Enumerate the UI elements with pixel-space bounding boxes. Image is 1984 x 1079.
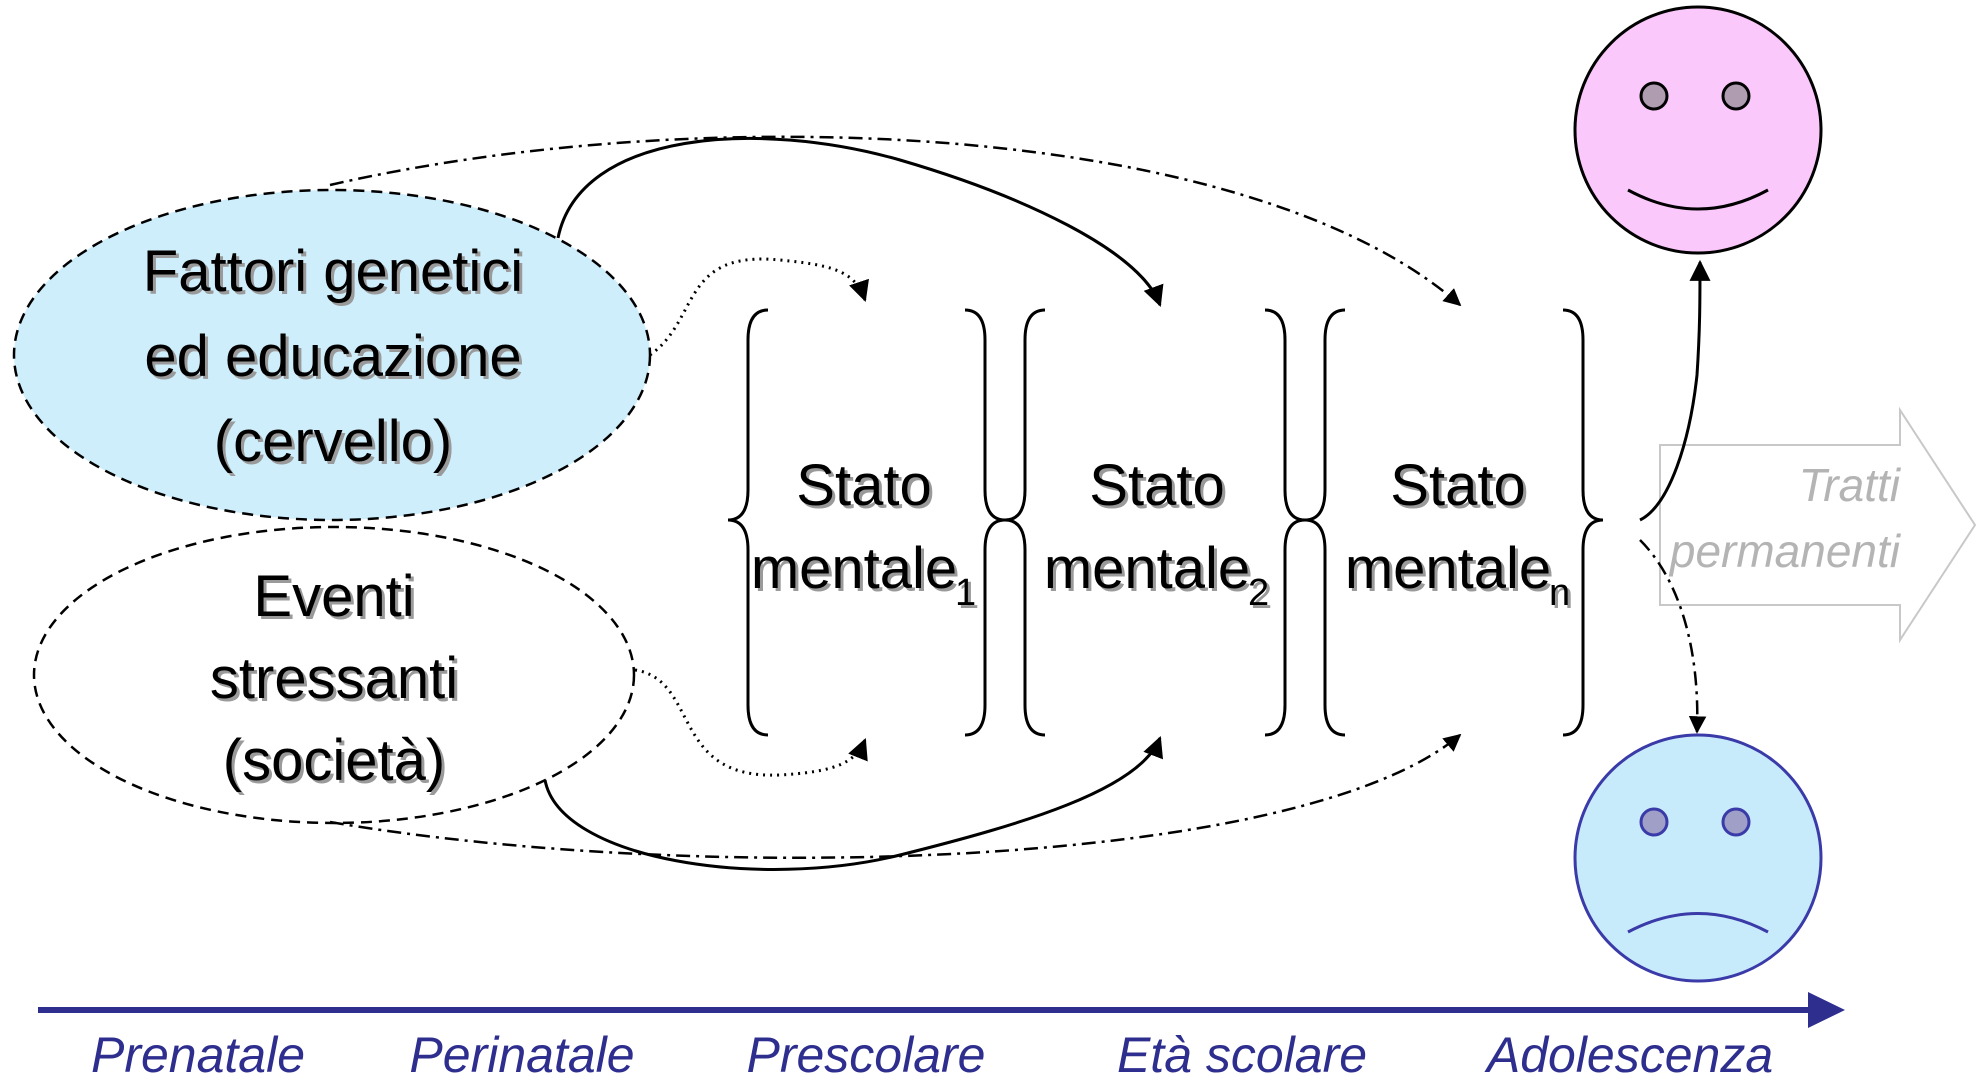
genetic-label-line2: ed educazione	[144, 324, 521, 389]
mental-state-n: Stato Stato mentale mentale n n	[1345, 453, 1573, 617]
svg-text:Stato: Stato	[1092, 456, 1227, 521]
svg-text:mentale: mentale	[1348, 539, 1554, 604]
traits-label-line1: Tratti	[1799, 459, 1902, 511]
svg-text:mentale: mentale	[1047, 539, 1253, 604]
state-n-subscript: n	[1549, 572, 1570, 614]
sad-face-icon	[1573, 733, 1823, 983]
svg-text:(cervello): (cervello)	[217, 412, 456, 477]
svg-text:Eventi: Eventi	[256, 567, 417, 632]
timeline-label-prenatal: Prenatale	[91, 1027, 305, 1079]
solid-arc-bottom	[543, 736, 1163, 871]
permanent-traits-arrow: Tratti permanenti	[1659, 406, 1977, 644]
timeline-label-perinatal: Perinatale	[409, 1027, 634, 1079]
state-2-subscript: 2	[1248, 572, 1269, 614]
events-label-line2: stressanti	[210, 646, 458, 711]
happy-face-icon	[1573, 5, 1823, 255]
svg-text:(società): (società)	[226, 731, 448, 796]
state-1-base: mentale	[751, 536, 957, 601]
state-2-base: mentale	[1044, 536, 1250, 601]
state-2-label: Stato	[1089, 453, 1224, 518]
state-n-base: mentale	[1345, 536, 1551, 601]
timeline-label-school-age: Età scolare	[1117, 1027, 1367, 1079]
mental-state-1: Stato Stato mentale mentale 1 1	[751, 453, 979, 617]
stressful-events-node: Eventi Eventi stressanti stressanti (soc…	[32, 525, 636, 825]
genetic-label-line3: (cervello)	[214, 409, 453, 474]
svg-text:Stato: Stato	[1393, 456, 1528, 521]
timeline-labels: Prenatale Perinatale Prescolare Età scol…	[91, 1027, 1773, 1079]
svg-text:Stato: Stato	[799, 456, 934, 521]
timeline-arrow	[38, 992, 1845, 1028]
genetic-factors-node: Fattori genetici Fattori genetici ed edu…	[12, 188, 652, 522]
svg-text:stressanti: stressanti	[213, 649, 461, 714]
state-braces	[727, 308, 1604, 737]
svg-text:2: 2	[1251, 575, 1272, 617]
timeline-label-adolescence: Adolescenza	[1484, 1027, 1773, 1079]
dashdot-arc-top	[329, 135, 1462, 307]
svg-text:n: n	[1552, 575, 1573, 617]
dotted-arc-bottom	[634, 668, 868, 777]
state-n-label: Stato	[1390, 453, 1525, 518]
events-label-line1: Eventi	[253, 564, 414, 629]
timeline-label-preschool: Prescolare	[747, 1027, 986, 1079]
dashdot-arc-bottom	[329, 733, 1462, 860]
svg-text:ed educazione: ed educazione	[147, 327, 524, 392]
events-label-line3: (società)	[223, 728, 445, 793]
dotted-arc-top	[649, 257, 869, 357]
svg-text:mentale: mentale	[754, 539, 960, 604]
state-1-subscript: 1	[955, 572, 976, 614]
svg-text:Fattori genetici: Fattori genetici	[146, 242, 526, 307]
genetic-label-line1: Fattori genetici	[143, 239, 523, 304]
solid-arc-top	[556, 136, 1164, 307]
solid-to-happy	[1639, 259, 1711, 522]
mental-state-2: Stato Stato mentale mentale 2 2	[1044, 453, 1272, 617]
dashdot-to-sad	[1639, 539, 1707, 734]
traits-label-line2: permanenti	[1668, 525, 1902, 577]
svg-text:1: 1	[958, 575, 979, 617]
state-1-label: Stato	[796, 453, 931, 518]
